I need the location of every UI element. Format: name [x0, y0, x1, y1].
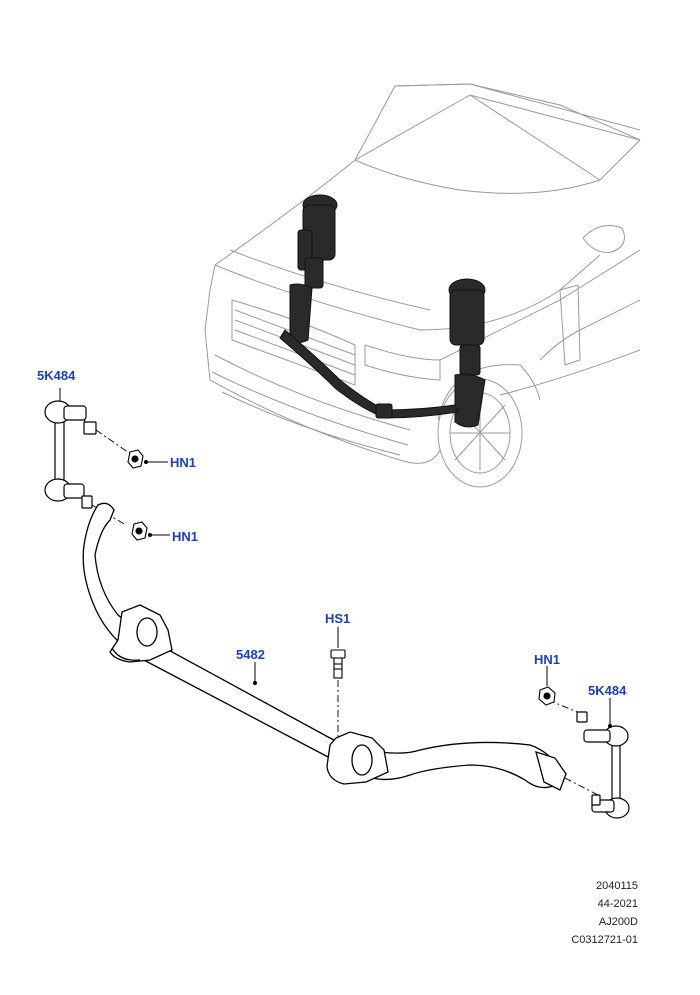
drop-link-left: [44, 400, 97, 509]
reference-number: 2040115: [595, 880, 638, 892]
reference-illustration-id: C0312721-01: [571, 934, 638, 946]
callout-nut-right: HN1: [534, 652, 561, 667]
installed-suspension: [279, 194, 486, 428]
callout-bar: 5482: [236, 647, 265, 662]
vehicle-illustration: [204, 83, 641, 488]
callout-nut-lower-left: HN1: [172, 529, 199, 544]
nut-upper-left: [127, 449, 144, 469]
anti-roll-bar: [82, 502, 567, 791]
callout-nut-upper-left: HN1: [170, 455, 197, 470]
callout-link-right: 5K484: [588, 683, 627, 698]
nut-right: [538, 686, 556, 706]
callout-link-left: 5K484: [37, 368, 76, 383]
reference-model: AJ200D: [598, 916, 638, 928]
reference-date: 44-2021: [597, 898, 638, 910]
bolt-center: [330, 649, 346, 679]
nut-lower-left: [131, 521, 148, 541]
drop-link-right: [576, 711, 630, 819]
callout-bolt: HS1: [325, 611, 351, 626]
